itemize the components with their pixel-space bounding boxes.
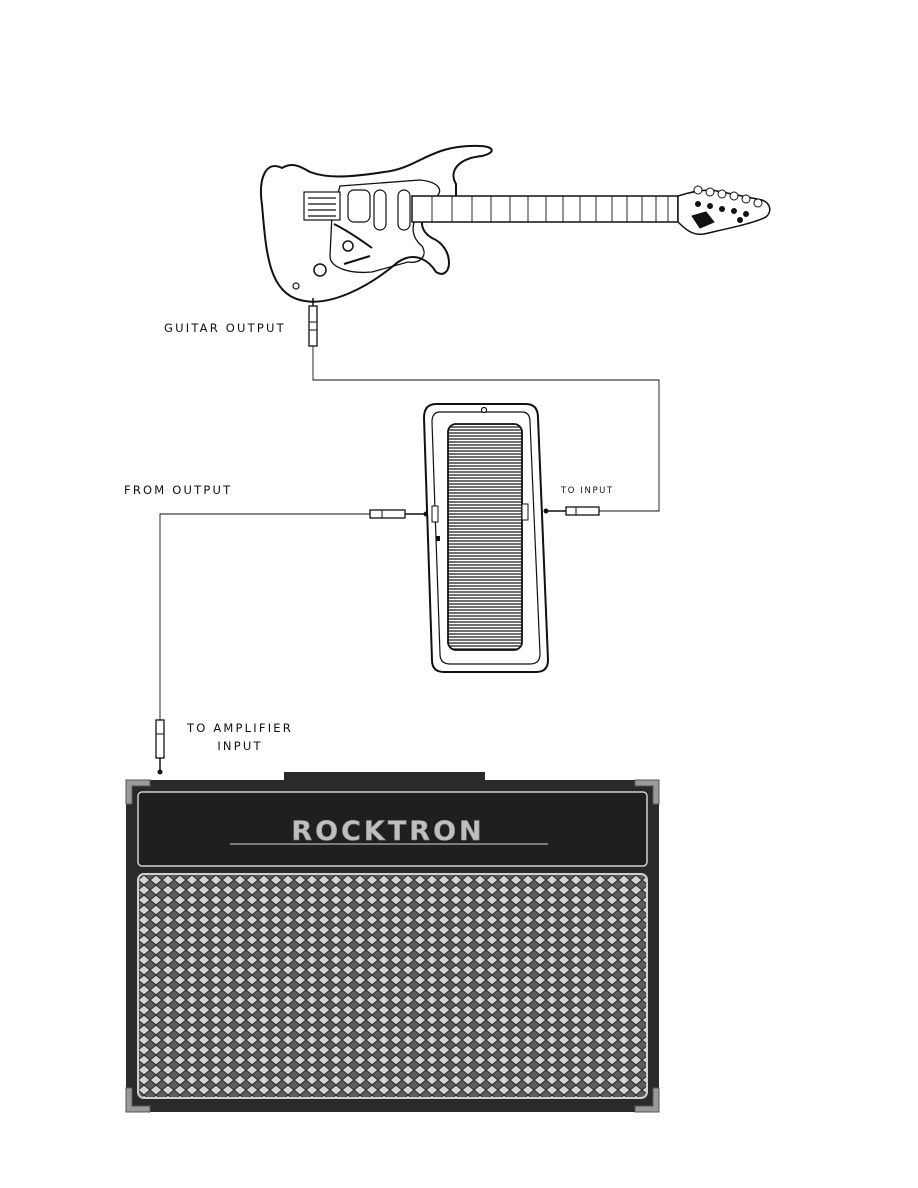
pedal-treadle <box>448 424 522 650</box>
guitar <box>261 146 770 302</box>
amp-handle <box>284 772 485 780</box>
wah-pedal <box>424 404 548 672</box>
pedal-output-plug <box>370 510 405 518</box>
pedal-jack-left <box>432 506 438 522</box>
pedal-input-plug <box>566 507 599 515</box>
amp-input-plug <box>156 720 164 758</box>
label-guitar-output: GUITAR OUTPUT <box>164 321 286 335</box>
label-to-amplifier-line2: INPUT <box>172 737 308 755</box>
guitar-plug <box>309 306 317 346</box>
label-to-amplifier-line1: TO AMPLIFIER <box>172 719 308 737</box>
label-to-input: TO INPUT <box>561 486 614 496</box>
label-to-amplifier-input: TO AMPLIFIER INPUT <box>172 719 308 755</box>
amplifier: ROCKTRON <box>126 772 659 1112</box>
amp-grille <box>138 874 647 1098</box>
amp-logo: ROCKTRON <box>291 816 484 847</box>
pedal-jack-right <box>522 504 528 520</box>
label-from-output: FROM OUTPUT <box>124 483 232 497</box>
